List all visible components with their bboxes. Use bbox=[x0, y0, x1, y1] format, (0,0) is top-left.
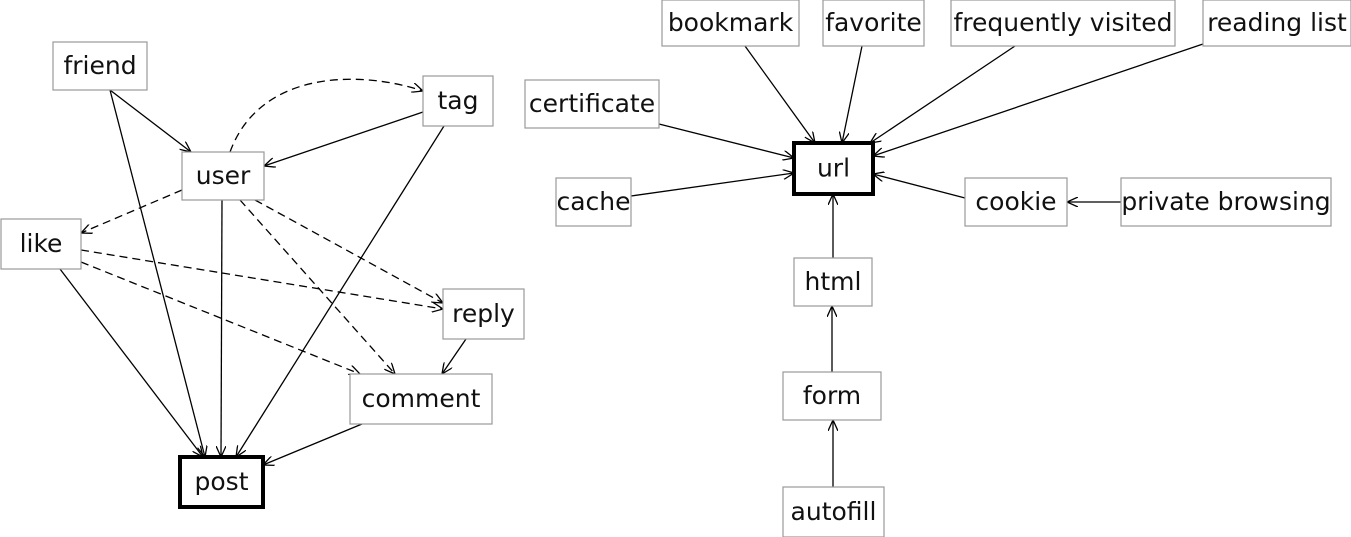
node-reading-list: reading list bbox=[1202, 0, 1351, 47]
node-box bbox=[524, 79, 660, 129]
node-favorite: favorite bbox=[822, 0, 925, 47]
edge-cache-to-url bbox=[630, 173, 794, 197]
node-bookmark: bookmark bbox=[661, 0, 800, 47]
node-box bbox=[782, 486, 885, 537]
node-label: reply bbox=[452, 299, 515, 328]
node-box bbox=[950, 0, 1176, 47]
node-cookie: cookie bbox=[964, 177, 1068, 227]
node-label: autofill bbox=[791, 497, 877, 526]
node-box bbox=[1202, 0, 1351, 47]
node-certificate: certificate bbox=[524, 79, 660, 129]
node-box bbox=[181, 151, 265, 201]
edge-user-to-like bbox=[81, 189, 183, 233]
node-label: like bbox=[20, 229, 63, 258]
node-label: favorite bbox=[825, 8, 922, 37]
node-comment: comment bbox=[349, 373, 493, 425]
node-label: url bbox=[817, 154, 850, 183]
node-user: user bbox=[181, 151, 265, 201]
edge-tag-to-post bbox=[236, 125, 445, 457]
node-label: frequently visited bbox=[953, 8, 1172, 37]
node-frequently-visited: frequently visited bbox=[950, 0, 1176, 47]
node-label: form bbox=[803, 381, 861, 410]
edge-certificate-to-url bbox=[658, 123, 794, 158]
node-box bbox=[822, 0, 925, 47]
node-post: post bbox=[178, 455, 265, 509]
node-label: post bbox=[195, 467, 249, 496]
node-box bbox=[661, 0, 800, 47]
node-box bbox=[782, 371, 882, 421]
node-label: tag bbox=[438, 86, 479, 115]
node-box bbox=[793, 257, 873, 307]
edge-tag-to-user bbox=[264, 111, 424, 166]
node-box bbox=[0, 218, 82, 270]
edge-reading-list-to-url bbox=[873, 43, 1204, 156]
edge-user-to-post bbox=[221, 199, 222, 457]
node-box bbox=[964, 177, 1068, 227]
edge-favorite-to-url bbox=[842, 45, 863, 143]
edge-comment-to-post bbox=[263, 423, 363, 465]
node-box bbox=[422, 75, 494, 127]
node-autofill: autofill bbox=[782, 486, 885, 537]
edge-like-to-comment bbox=[80, 261, 360, 374]
node-cache: cache bbox=[555, 177, 632, 227]
node-box bbox=[52, 41, 148, 91]
node-box bbox=[792, 141, 875, 196]
node-label: user bbox=[196, 161, 251, 190]
node-label: reading list bbox=[1207, 8, 1347, 37]
node-reply: reply bbox=[442, 288, 525, 340]
edge-user-to-comment bbox=[239, 199, 395, 374]
edge-like-to-post bbox=[59, 268, 203, 457]
node-box bbox=[442, 288, 525, 340]
node-tag: tag bbox=[422, 75, 494, 127]
node-box bbox=[178, 455, 265, 509]
edge-layer bbox=[59, 43, 1204, 487]
edge-user-to-reply bbox=[254, 199, 443, 303]
node-friend: friend bbox=[52, 41, 148, 91]
edge-friend-to-user bbox=[109, 89, 191, 152]
node-label: html bbox=[805, 267, 862, 296]
node-label: bookmark bbox=[668, 8, 794, 37]
node-private-browsing: private browsing bbox=[1120, 177, 1332, 227]
edge-like-to-reply bbox=[80, 249, 443, 309]
node-label: cache bbox=[556, 187, 630, 216]
edge-cookie-to-url bbox=[873, 174, 966, 199]
edge-friend-to-post bbox=[109, 89, 205, 457]
edge-reply-to-comment bbox=[442, 338, 467, 374]
node-box bbox=[1120, 177, 1332, 227]
edge-bookmark-to-url bbox=[744, 45, 815, 143]
node-form: form bbox=[782, 371, 882, 421]
edge-user-to-tag bbox=[229, 78, 423, 153]
node-label: certificate bbox=[529, 89, 655, 118]
node-label: friend bbox=[63, 51, 136, 80]
edge-frequently-visited-to-url bbox=[870, 45, 1016, 143]
node-box bbox=[555, 177, 632, 227]
node-label: private browsing bbox=[1121, 187, 1330, 216]
node-label: comment bbox=[362, 384, 481, 413]
node-box bbox=[349, 373, 493, 425]
node-url: url bbox=[792, 141, 875, 196]
node-like: like bbox=[0, 218, 82, 270]
node-html: html bbox=[793, 257, 873, 307]
node-label: cookie bbox=[975, 187, 1056, 216]
